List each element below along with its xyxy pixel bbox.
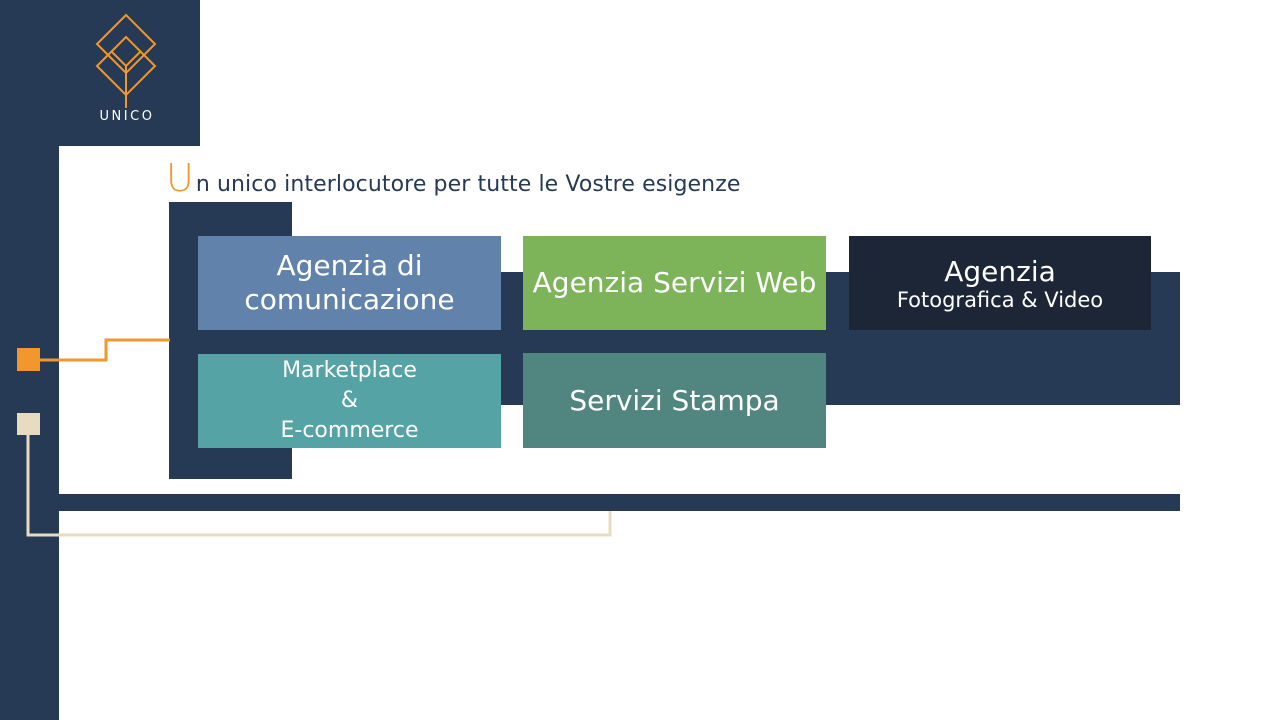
tile-label: Agenzia	[944, 255, 1056, 288]
tile-label: Agenzia di comunicazione	[244, 249, 455, 316]
tile-agenzia-fotografica-video[interactable]: Agenzia Fotografica & Video	[849, 236, 1151, 330]
title-text: n unico interlocutore per tutte le Vostr…	[195, 172, 741, 197]
tile-servizi-stampa[interactable]: Servizi Stampa	[523, 353, 826, 448]
tile-label: E-commerce	[280, 418, 419, 443]
tile-agenzia-comunicazione[interactable]: Agenzia di comunicazione	[198, 236, 501, 330]
unico-logo-icon	[95, 13, 157, 108]
tile-label: Agenzia Servizi Web	[532, 266, 817, 299]
page-title: Un unico interlocutore per tutte le Vost…	[166, 156, 741, 200]
tile-label: &	[340, 388, 359, 413]
bottom-divider-bar	[59, 494, 1180, 511]
beige-connector-line	[26, 435, 612, 537]
tile-marketplace-ecommerce[interactable]: Marketplace & E-commerce	[198, 354, 501, 448]
title-initial: U	[166, 156, 194, 200]
tile-sublabel: Fotografica & Video	[896, 288, 1104, 312]
logo-block	[0, 0, 200, 146]
orange-connector-line	[40, 338, 170, 362]
brand-name: UNICO	[99, 109, 155, 124]
tile-label: Marketplace	[282, 358, 417, 383]
tile-agenzia-servizi-web[interactable]: Agenzia Servizi Web	[523, 236, 826, 330]
tile-label: Servizi Stampa	[569, 383, 780, 417]
